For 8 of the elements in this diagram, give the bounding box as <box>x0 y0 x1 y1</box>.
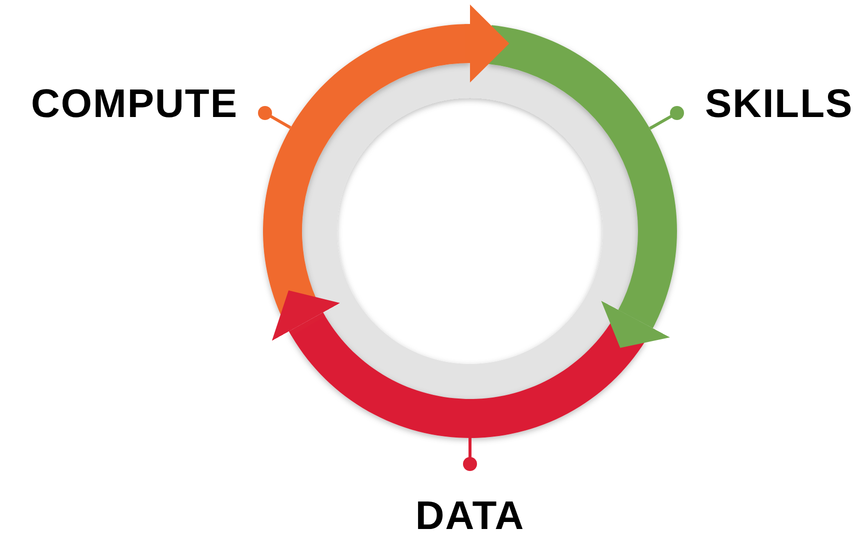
cycle-label: DATA <box>415 494 525 536</box>
cycle-label: COMPUTE <box>31 82 238 126</box>
leader-line <box>258 106 292 130</box>
cycle-label: SKILLS <box>705 82 854 126</box>
leader-line <box>649 106 684 130</box>
curved-arrow <box>272 290 340 341</box>
curved-arrow <box>601 300 670 348</box>
curved-arrow <box>464 4 510 82</box>
